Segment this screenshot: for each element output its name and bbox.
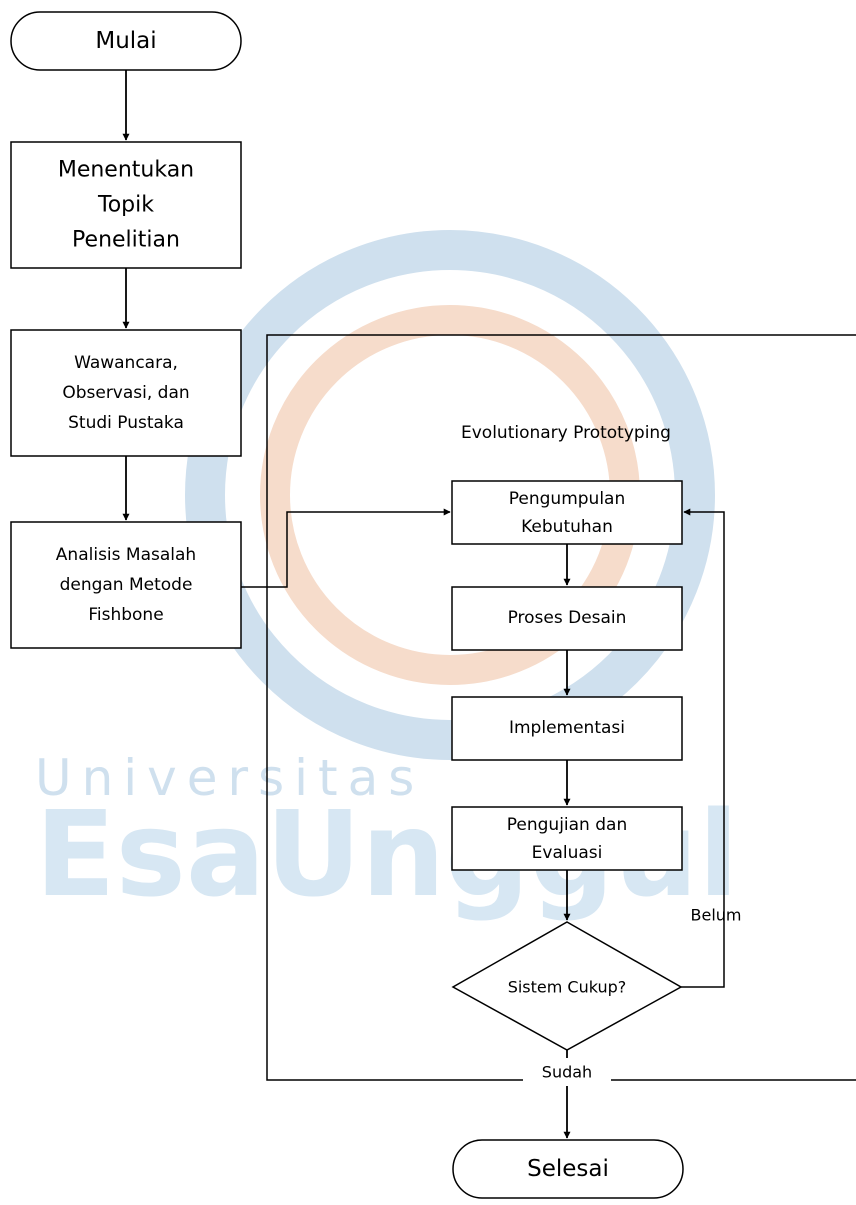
testing-line-1: Pengujian dan [507,815,627,835]
edge-label-yes: Sudah [542,1063,592,1082]
decision-label: Sistem Cukup? [508,978,627,997]
requirements-line-1: Pengumpulan [509,489,626,509]
end-label: Selesai [527,1156,609,1182]
analysis-line-3: Fishbone [88,605,163,625]
process-design [451,586,683,651]
analysis-line-1: Analisis Masalah [56,545,196,565]
end-terminal [452,1139,684,1199]
requirements-line-2: Kebutuhan [521,517,613,537]
topic-line-1: Menentukan [58,158,194,183]
start-label: Mulai [95,28,156,54]
process-topic [10,141,242,269]
testing-line-2: Evaluasi [532,843,603,863]
topic-line-2: Topik [97,193,154,218]
collect-line-3: Studi Pustaka [68,413,184,433]
process-requirements [451,480,683,545]
watermark-line1: Universitas [35,749,424,807]
group-title: Evolutionary Prototyping [461,423,671,443]
arrow-analysis-to-requirements [241,508,451,588]
design-label: Proses Desain [508,608,627,628]
watermark-ring-blue [185,230,715,760]
process-testing [451,806,683,871]
edge-label-yes-bg [523,1058,611,1086]
collect-line-2: Observasi, dan [62,383,189,403]
implementation-label: Implementasi [509,718,625,738]
process-implementation [451,696,683,761]
analysis-line-2: dengan Metode [60,575,193,595]
topic-line-3: Penelitian [72,228,180,253]
arrow-decision-loop-back [681,508,725,988]
process-analysis [10,521,242,649]
collect-line-1: Wawancara, [74,353,178,373]
process-data-collection [10,329,242,457]
edge-label-no: Belum [691,906,742,925]
watermark: Universitas EsaUnggul [35,230,739,923]
